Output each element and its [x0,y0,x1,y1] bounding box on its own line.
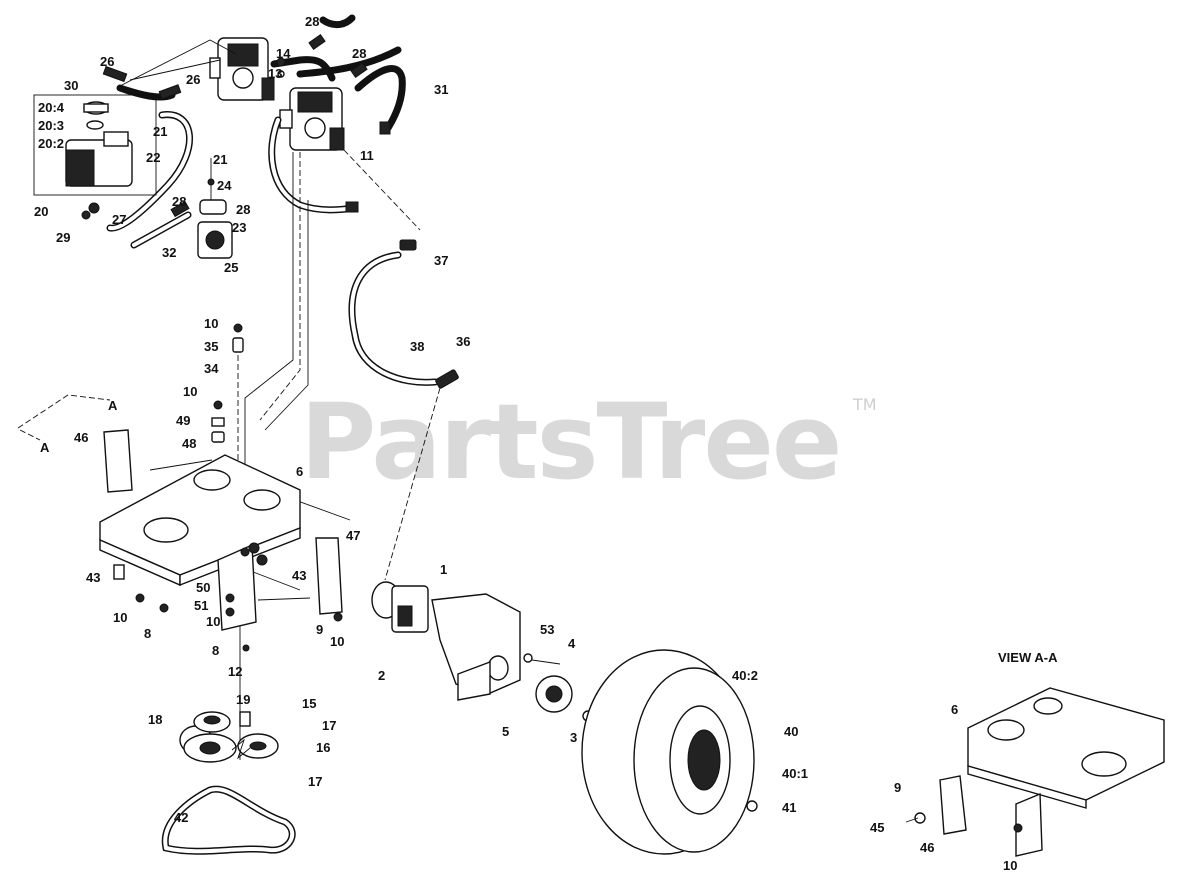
callout-label: 10 [113,610,127,625]
callout-label: 36 [456,334,470,349]
callout-label: 21 [153,124,167,139]
callout-labels: 28 14 13 28 26 30 26 31 20:4 20:3 20:2 2… [34,14,1017,873]
callout-label: 37 [434,253,448,268]
section-mark-a: A [108,398,118,413]
callout-label: 26 [186,72,200,87]
callout-label: 51 [194,598,208,613]
callout-label: 47 [346,528,360,543]
callout-label: 23 [232,220,246,235]
callout-label: 10 [204,316,218,331]
callout-label: 6 [296,464,303,479]
callout-label: 11 [360,148,374,163]
callout-label: 30 [64,78,78,93]
callout-label: 28 [352,46,366,61]
wheel-motor [371,581,594,722]
callout-label: 18 [148,712,162,727]
pulley-assembly [161,711,296,855]
view-a-a [905,687,1165,857]
hydraulic-pump-lower [279,87,345,151]
tire-assembly [581,649,758,855]
watermark-brand: PartsTree [300,381,840,503]
reservoir-assembly [33,94,157,220]
callout-label: 16 [316,740,330,755]
callout-label: 20 [34,204,48,219]
callout-label: 32 [162,245,176,260]
callout-label: 43 [292,568,306,583]
watermark-trademark: TM [852,395,877,414]
callout-label: 2 [378,668,385,683]
callout-label: 13 [268,66,282,81]
callout-label: 38 [410,339,424,354]
callout-label: 21 [213,152,227,167]
callout-label: 14 [276,46,291,61]
callout-label: 4 [568,636,576,651]
callout-label: 17 [308,774,322,789]
view-title: VIEW A-A [998,650,1058,665]
callout-label: 41 [782,800,796,815]
callout-label: 1 [440,562,447,577]
callout-label: 10 [330,634,344,649]
callout-label: 46 [74,430,88,445]
callout-label: 20:3 [38,118,64,133]
callout-label: 9 [894,780,901,795]
frame-plate [99,429,343,652]
callout-label: 28 [236,202,250,217]
callout-label: 28 [172,194,186,209]
leader-lines [17,39,441,760]
callout-label: 40 [784,724,798,739]
callout-label: 29 [56,230,70,245]
callout-label: 40:1 [782,766,808,781]
callout-label: 10 [183,384,197,399]
callout-label: 10 [206,614,220,629]
callout-label: 6 [951,702,958,717]
callout-label: 27 [112,212,126,227]
callout-label: 5 [502,724,509,739]
callout-label: 35 [204,339,218,354]
callout-label: 15 [302,696,316,711]
callout-label: 20:2 [38,136,64,151]
callout-label: 28 [305,14,319,29]
fittings [102,34,459,389]
callout-label: 48 [182,436,196,451]
callout-label: 24 [217,178,232,193]
callout-label: 10 [1003,858,1017,873]
callout-label: 34 [204,361,219,376]
hydraulic-pump-upper [209,37,275,101]
callout-label: 25 [224,260,238,275]
callout-label: 12 [228,664,242,679]
callout-label: 17 [322,718,336,733]
callout-label: 31 [434,82,448,97]
callout-label: 26 [100,54,114,69]
callout-label: 19 [236,692,250,707]
callout-label: 22 [146,150,160,165]
callout-label: 46 [920,840,934,855]
callout-label: 20:4 [38,100,65,115]
callout-label: 8 [212,643,219,658]
section-mark-a: A [40,440,50,455]
callout-label: 49 [176,413,190,428]
callout-label: 53 [540,622,554,637]
callout-label: 42 [174,810,188,825]
stacked-hardware [211,323,244,443]
callout-label: 45 [870,820,884,835]
callout-label: 50 [196,580,210,595]
callout-label: 40:2 [732,668,758,683]
callout-label: 3 [570,730,577,745]
callout-label: 8 [144,626,151,641]
callout-label: 9 [316,622,323,637]
callout-label: 43 [86,570,100,585]
filter-assembly [197,158,233,259]
